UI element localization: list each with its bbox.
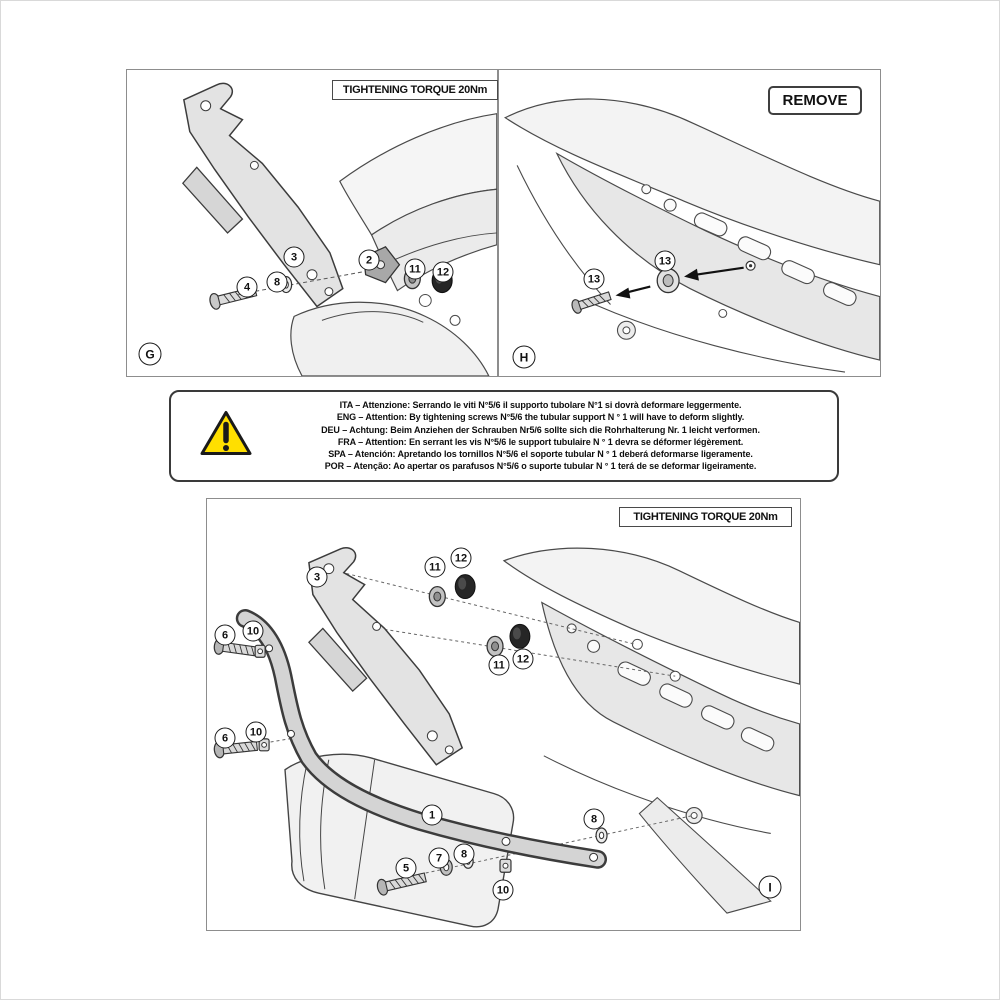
warning-line-eng: ENG – Attention: By tightening screws N°… [336,412,745,423]
warning-text-block: ITA – Attenzione: Serrando le viti N°5/6… [266,399,815,473]
warning-line-fra: FRA – Attention: En serrant les vis N°5/… [337,437,744,447]
left-arrow-icon [615,266,744,299]
callout-10b: 10 [245,721,267,743]
screw-13-drawing [571,291,612,314]
panel-i: TIGHTENING TORQUE 20Nm 3 11 12 11 12 6 1… [206,498,801,931]
tail-frame-drawing [504,98,880,373]
exploded-view-drawing-i [213,547,800,928]
callout-8b: 8 [453,843,475,865]
callout-8a: 8 [583,808,605,830]
grommet-13-drawing [656,268,680,294]
callout-3: 3 [283,246,305,268]
washer-8a-drawing [595,827,608,844]
rack-plate-3-drawing-i [308,547,464,766]
remove-label: REMOVE [768,86,862,115]
remove-step-drawing-h [504,98,880,373]
tail-frame-drawing-i [502,547,800,914]
rubber-cap-12a-drawing [454,574,476,600]
assembly-axis-dashed-line [248,271,364,294]
warning-triangle-icon [199,410,253,463]
callout-8: 8 [266,271,288,293]
callout-1: 1 [421,804,443,826]
screw-5-drawing [376,872,427,896]
panel-g: TIGHTENING TORQUE 20Nm 3 2 4 8 11 12 G [126,69,498,377]
callout-3: 3 [306,566,328,588]
tube-support-1-drawing [235,608,608,869]
warning-line-ita: ITA – Attenzione: Serrando le viti N°5/6… [339,400,742,411]
panel-letter-h: H [512,345,536,369]
exploded-view-drawing-g [181,82,497,376]
callout-11: 11 [404,258,426,280]
callout-13-screw: 13 [583,268,605,290]
callout-13-grommet: 13 [654,250,676,272]
warning-box: ITA – Attenzione: Serrando le viti N°5/6… [169,390,839,482]
frame-hole-center [749,264,753,268]
callout-2: 2 [358,249,380,271]
callout-10c: 10 [492,879,514,901]
rack-plate-3-drawing [181,82,344,308]
callout-11b: 11 [488,654,510,676]
callout-12a: 12 [450,547,472,569]
callout-5: 5 [395,857,417,879]
warning-line-spa: SPA – Atención: Apretando los tornillos … [328,449,753,460]
callout-12: 12 [432,261,454,283]
panel-h: REMOVE 13 13 H [498,69,881,377]
callout-11a: 11 [424,556,446,578]
panel-letter-g: G [138,342,162,366]
callout-12b: 12 [512,648,534,670]
washer-10a-drawing [254,644,266,658]
panel-letter-i: I [758,875,782,899]
spacer-11a-drawing [428,585,446,608]
washer-10b-drawing [258,738,270,752]
torque-label-g: TIGHTENING TORQUE 20Nm [332,80,498,100]
warning-line-por: POR – Atenção: Ao apertar os parafusos N… [324,461,757,472]
callout-6a: 6 [214,624,236,646]
tail-bodywork-drawing [290,113,497,376]
warning-line-deu: DEU – Achtung: Beim Anziehen der Schraub… [321,424,760,435]
callout-10a: 10 [242,620,264,642]
callout-7: 7 [428,847,450,869]
torque-label-i: TIGHTENING TORQUE 20Nm [619,507,792,527]
rubber-cap-12b-drawing [509,623,531,649]
callout-6b: 6 [214,727,236,749]
nut-10c-drawing [499,858,512,873]
spacer-11b-drawing [486,635,504,657]
callout-4: 4 [236,276,258,298]
